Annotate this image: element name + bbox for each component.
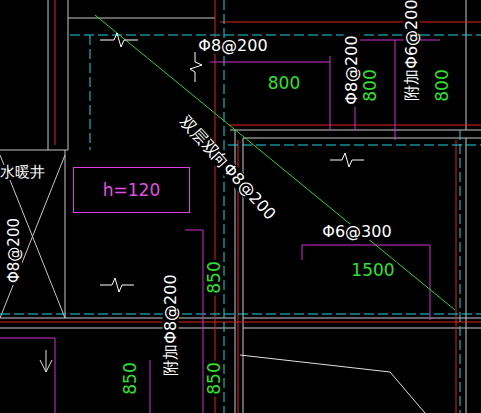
rebar-spec: 双层双向Φ8@200: [176, 112, 280, 225]
outline: [40, 350, 425, 413]
rebar-spec: 附加Φ8@200: [163, 272, 179, 377]
slab-thickness: h=120: [103, 180, 160, 200]
dimension: 850: [121, 360, 138, 396]
rebar-spec: Φ8@200: [196, 38, 269, 54]
dimension: 800: [433, 67, 450, 103]
rebar-spec: 附加Φ6@200: [404, 0, 420, 103]
break-symbols: [100, 33, 364, 292]
leader-lines: [0, 35, 440, 413]
dimension: 850: [205, 259, 222, 295]
diagonal-line: [95, 15, 455, 310]
dimension: 850: [205, 360, 222, 396]
slab-thickness-box: h=120: [73, 167, 190, 213]
dimension: 1500: [349, 262, 396, 279]
rebar-spec: Φ8@200: [7, 216, 22, 285]
dimension: 800: [266, 75, 302, 92]
rebar-spec: Φ6@300: [320, 224, 393, 240]
dimension: 800: [361, 67, 378, 103]
rebar-spec: Φ8@200: [344, 33, 360, 106]
room-name: 水暖井: [0, 165, 47, 180]
